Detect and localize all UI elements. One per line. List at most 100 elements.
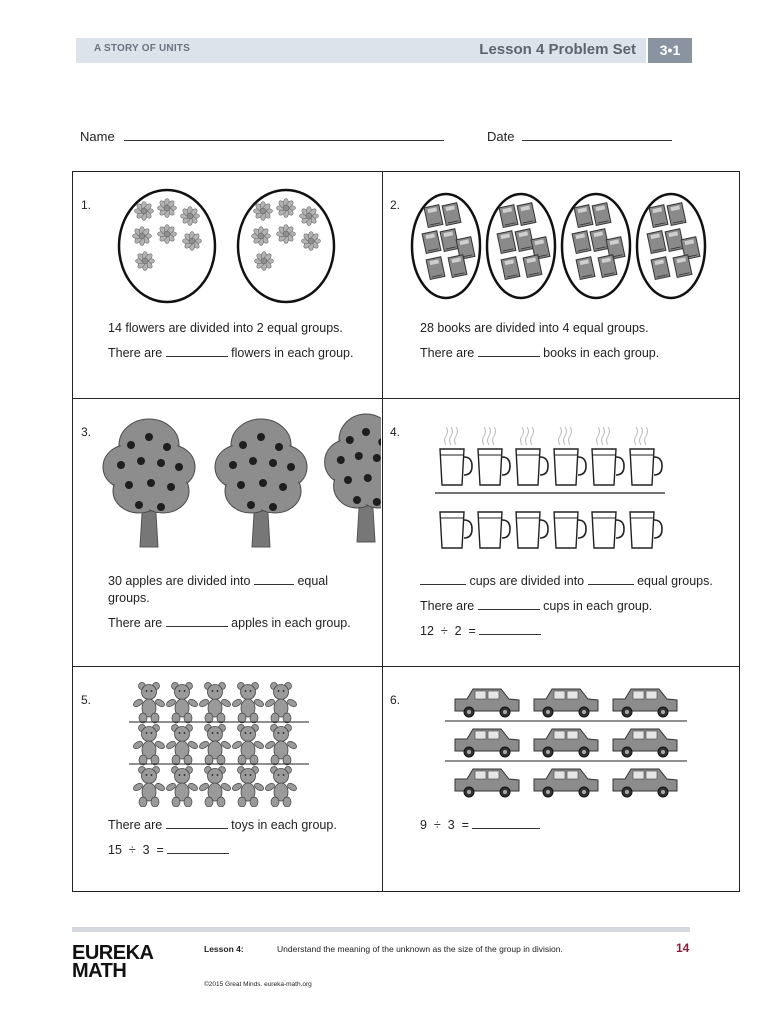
flowers-illustration [117, 188, 336, 304]
flower-icon [135, 251, 155, 271]
book-icon [589, 228, 610, 253]
books-illustration [410, 192, 707, 300]
module-badge: 3•1 [648, 38, 692, 63]
series-label: A STORY OF UNITS [94, 43, 190, 54]
problem-question: There are books in each group. [420, 345, 660, 360]
flower-icon [254, 251, 274, 271]
answer-blank[interactable] [479, 623, 542, 635]
car-icon [454, 728, 520, 758]
book-icon [680, 236, 701, 261]
answer-blank[interactable] [420, 573, 466, 585]
problem-6: 6. 9 ÷ 3 = [383, 667, 741, 893]
book-icon [455, 236, 476, 261]
book-icon [597, 254, 618, 279]
book-icon [516, 202, 537, 227]
flower-icon [182, 231, 202, 251]
book-icon [672, 254, 693, 279]
teddy-bear-icon [199, 682, 231, 724]
lesson-label: Lesson 4: [204, 944, 244, 954]
problem-statement: 14 flowers are divided into 2 equal grou… [108, 321, 343, 335]
answer-blank[interactable] [587, 573, 634, 585]
cup-icon [439, 426, 473, 486]
name-field[interactable] [124, 128, 445, 141]
book-icon [423, 204, 444, 229]
apple-trees-illustration [102, 413, 381, 548]
car-icon [612, 688, 678, 718]
problem-4: 4. cups are divided into equal groups. T… [383, 399, 741, 666]
problem-question: There are cups in each group. [420, 598, 653, 613]
teddy-bear-icon [166, 724, 198, 766]
teddy-bear-icon [265, 682, 297, 724]
page-title: Lesson 4 Problem Set [479, 41, 636, 58]
apple-tree-icon [214, 418, 308, 548]
cup-icon [439, 511, 473, 549]
answer-blank[interactable] [167, 842, 230, 854]
cup-icon [553, 426, 587, 486]
problem-number: 6. [390, 693, 401, 707]
flower-icon [132, 226, 152, 246]
teddy-bear-icon [133, 724, 165, 766]
teddy-bear-icon [166, 766, 198, 807]
apple-tree-icon [102, 418, 196, 548]
cup-icon [629, 511, 663, 549]
car-icon [533, 768, 599, 798]
answer-blank[interactable] [165, 817, 228, 829]
book-icon [441, 202, 462, 227]
book-icon [421, 230, 442, 255]
cup-icon [477, 511, 511, 549]
footer-rule [72, 927, 690, 932]
equation: 12 ÷ 2 = [420, 623, 542, 640]
answer-blank[interactable] [477, 598, 540, 610]
problem-2: 2. 28 books are divided into 4 equal gro… [383, 172, 741, 398]
date-field[interactable] [522, 128, 673, 141]
flower-icon [251, 226, 271, 246]
teddy-bear-icon [166, 682, 198, 724]
lesson-description: Understand the meaning of the unknown as… [277, 944, 563, 954]
flower-icon [134, 201, 154, 221]
teddy-bear-icon [232, 724, 264, 766]
answer-blank[interactable] [165, 615, 228, 627]
problem-number: 2. [390, 198, 401, 212]
book-icon [425, 256, 446, 281]
equation: 15 ÷ 3 = [108, 842, 230, 859]
book-icon [500, 256, 521, 281]
cup-icon [553, 511, 587, 549]
car-icon [454, 768, 520, 798]
cars-illustration [445, 688, 687, 798]
answer-blank[interactable] [253, 573, 294, 585]
car-icon [454, 688, 520, 718]
answer-blank[interactable] [472, 817, 541, 829]
car-icon [612, 728, 678, 758]
book-icon [447, 254, 468, 279]
answer-blank[interactable] [165, 345, 228, 357]
book-icon [648, 204, 669, 229]
name-label: Name [80, 129, 115, 144]
book-icon [514, 228, 535, 253]
book-icon [522, 254, 543, 279]
book-icon [496, 230, 517, 255]
problem-number: 4. [390, 425, 401, 439]
cup-icon [515, 511, 549, 549]
book-icon [573, 204, 594, 229]
problem-statement: 30 apples are divided into equal groups. [108, 573, 329, 605]
problem-question: There are apples in each group. [108, 615, 351, 630]
book-icon [439, 228, 460, 253]
cup-icon [591, 426, 625, 486]
answer-blank[interactable] [477, 345, 540, 357]
eureka-math-logo: EUREKA MATH [72, 942, 154, 982]
teddy-bear-icon [265, 724, 297, 766]
problem-statement: cups are divided into equal groups. [420, 573, 713, 590]
header-bar [76, 38, 646, 63]
book-icon [664, 228, 685, 253]
problem-number: 1. [81, 198, 92, 212]
book-icon [498, 204, 519, 229]
teddy-bear-icon [199, 724, 231, 766]
date-row: Date [487, 128, 673, 144]
book-icon [605, 236, 626, 261]
problem-question: There are flowers in each group. [108, 345, 354, 360]
car-icon [612, 768, 678, 798]
book-icon [571, 230, 592, 255]
teddy-bear-icon [199, 766, 231, 807]
teddy-bear-icon [232, 766, 264, 807]
problem-question: There are toys in each group. [108, 817, 337, 832]
